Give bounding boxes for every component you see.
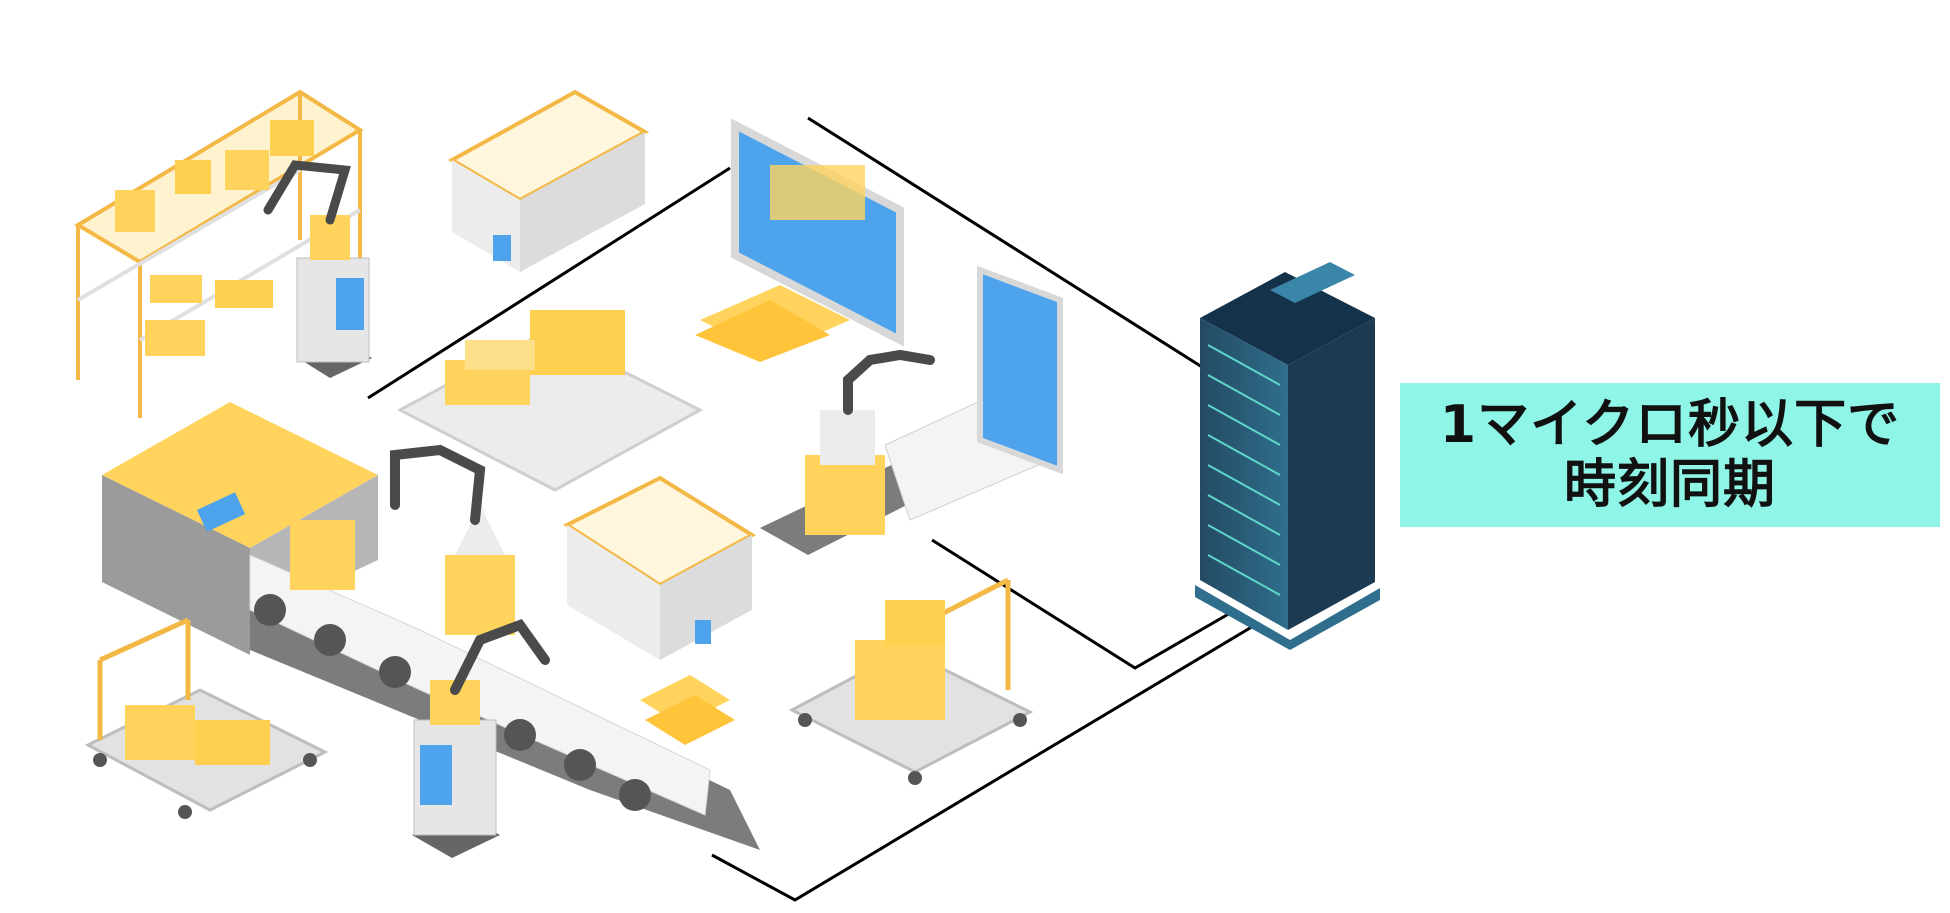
caption-line-2: 時刻同期: [1563, 455, 1776, 515]
cart-icon: [788, 577, 1034, 785]
warehouse-shelf-icon: [74, 89, 364, 418]
pallet-icon: [396, 310, 704, 492]
server-rack-icon: [1195, 262, 1380, 650]
robot-arm-icon: [412, 618, 550, 858]
cart-icon: [84, 617, 329, 819]
conveyor-belt-icon: [760, 265, 1063, 555]
box-stack-icon: [640, 675, 735, 745]
machine-unit-icon: [562, 475, 756, 660]
caption-line-1: 1マイクロ秒以下で: [1439, 395, 1901, 455]
robot-arm-icon: [390, 444, 515, 635]
monitor-icon: [695, 118, 904, 362]
robot-arm-icon: [263, 160, 372, 378]
caption-box: 1マイクロ秒以下で 時刻同期: [1400, 383, 1940, 527]
machine-unit-icon: [447, 89, 650, 272]
